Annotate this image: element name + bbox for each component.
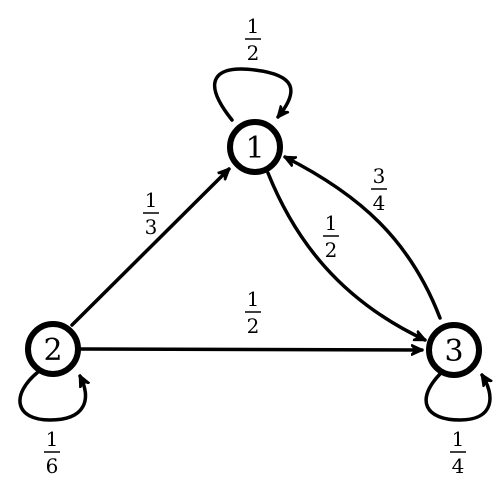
edge-label-1-to-3-numerator: 1 (325, 211, 338, 235)
edge-label-1-to-3-denominator: 2 (325, 238, 338, 262)
node-3: 3 (426, 322, 482, 378)
edge-label-3-to-3: 1 4 (450, 427, 466, 478)
node-2: 2 (25, 321, 81, 377)
edge-label-3-to-1-numerator: 3 (373, 164, 386, 188)
edge-label-1-to-1-numerator: 1 (247, 14, 260, 38)
edge-1-to-3 (266, 171, 427, 342)
edge-label-2-to-2-numerator: 1 (46, 427, 59, 451)
edge-3-to-1 (283, 155, 442, 320)
edge-label-2-to-1-denominator: 3 (145, 215, 158, 239)
edge-label-2-to-2: 1 6 (44, 427, 60, 478)
edge-label-2-to-3-numerator: 1 (247, 287, 260, 311)
node-2-label: 2 (43, 333, 62, 368)
edge-2-to-1 (70, 167, 231, 327)
edge-label-2-to-2-denominator: 6 (46, 454, 59, 478)
edge-label-3-to-1-denominator: 4 (373, 191, 386, 215)
edge-label-1-to-1: 1 2 (245, 14, 261, 65)
node-1-label: 1 (245, 131, 264, 166)
node-3-label: 3 (444, 334, 463, 369)
edge-label-2-to-3: 1 2 (245, 287, 261, 338)
edge-2-to-3 (78, 349, 424, 350)
edge-3-to-3 (424, 372, 490, 422)
edge-label-2-to-3-denominator: 2 (247, 314, 260, 338)
edge-label-3-to-1: 3 4 (371, 164, 387, 215)
edge-label-3-to-3-numerator: 1 (452, 427, 465, 451)
edge-label-1-to-1-denominator: 2 (247, 41, 260, 65)
node-1: 1 (227, 119, 283, 175)
edge-label-1-to-3: 1 2 (323, 211, 339, 262)
edge-label-2-to-1-numerator: 1 (145, 188, 158, 212)
edge-1-to-1 (212, 67, 293, 122)
edge-label-3-to-3-denominator: 4 (452, 454, 465, 478)
edge-label-2-to-1: 1 3 (143, 188, 159, 239)
edge-2-to-2 (18, 370, 85, 422)
